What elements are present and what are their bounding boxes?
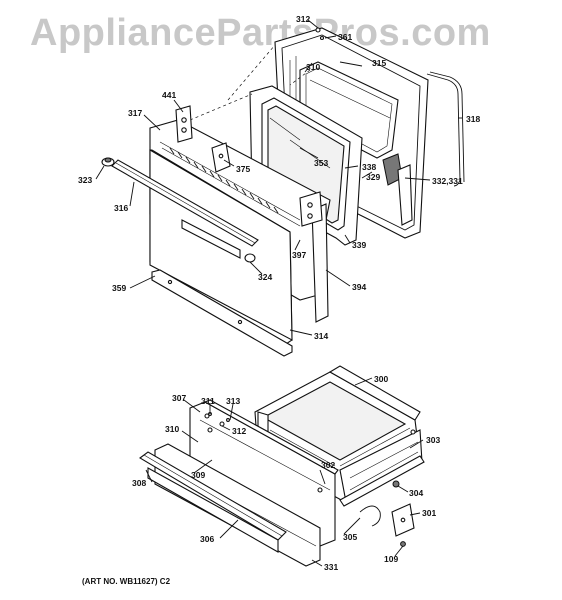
label-323: 323 [78, 175, 92, 185]
label-324: 324 [258, 272, 272, 282]
label-308: 308 [132, 478, 146, 488]
label-318: 318 [466, 114, 480, 124]
door-bottom-trim [151, 269, 293, 357]
label-312-top: 312 [296, 14, 310, 24]
label-302: 302 [321, 460, 335, 470]
label-375: 375 [236, 164, 250, 174]
label-305: 305 [343, 532, 357, 542]
art-number: (ART NO. WB11627) C2 [82, 577, 171, 586]
guide-line [289, 69, 311, 86]
label-397: 397 [292, 250, 306, 260]
label-329: 329 [366, 172, 380, 182]
label-310-top: 310 [306, 62, 320, 72]
label-332-331: 332,331 [432, 176, 463, 186]
leader-lines-lower [145, 377, 424, 567]
label-316: 316 [114, 203, 128, 213]
drawer-hardware [208, 412, 415, 547]
watermark-text: AppliancePartsPros.com [30, 12, 491, 54]
label-317: 317 [128, 108, 142, 118]
label-311: 311 [201, 396, 215, 406]
door-gasket [426, 71, 465, 187]
label-353: 353 [314, 158, 328, 168]
label-301: 301 [422, 508, 436, 518]
label-304: 304 [409, 488, 423, 498]
door-handle [101, 157, 259, 263]
label-307: 307 [172, 393, 186, 403]
drawer-handle [139, 451, 287, 553]
label-313: 313 [226, 396, 240, 406]
label-314: 314 [314, 331, 328, 341]
leader-lines-upper [95, 19, 462, 336]
guide-line [189, 93, 253, 121]
guide-line [227, 44, 276, 101]
label-339: 339 [352, 240, 366, 250]
label-361: 361 [338, 32, 352, 42]
label-306: 306 [200, 534, 214, 544]
label-300: 300 [374, 374, 388, 384]
label-331-bottom: 331 [324, 562, 338, 572]
label-312-bottom: 312 [232, 426, 246, 436]
label-309: 309 [191, 470, 205, 480]
label-338: 338 [362, 162, 376, 172]
label-303: 303 [426, 435, 440, 445]
part-labels: 312 361 310 315 318 441 317 353 338 329 … [78, 14, 480, 572]
label-315: 315 [372, 58, 386, 68]
label-359: 359 [112, 283, 126, 293]
label-394: 394 [352, 282, 366, 292]
label-109: 109 [384, 554, 398, 564]
label-310-bottom: 310 [165, 424, 179, 434]
label-441: 441 [162, 90, 176, 100]
